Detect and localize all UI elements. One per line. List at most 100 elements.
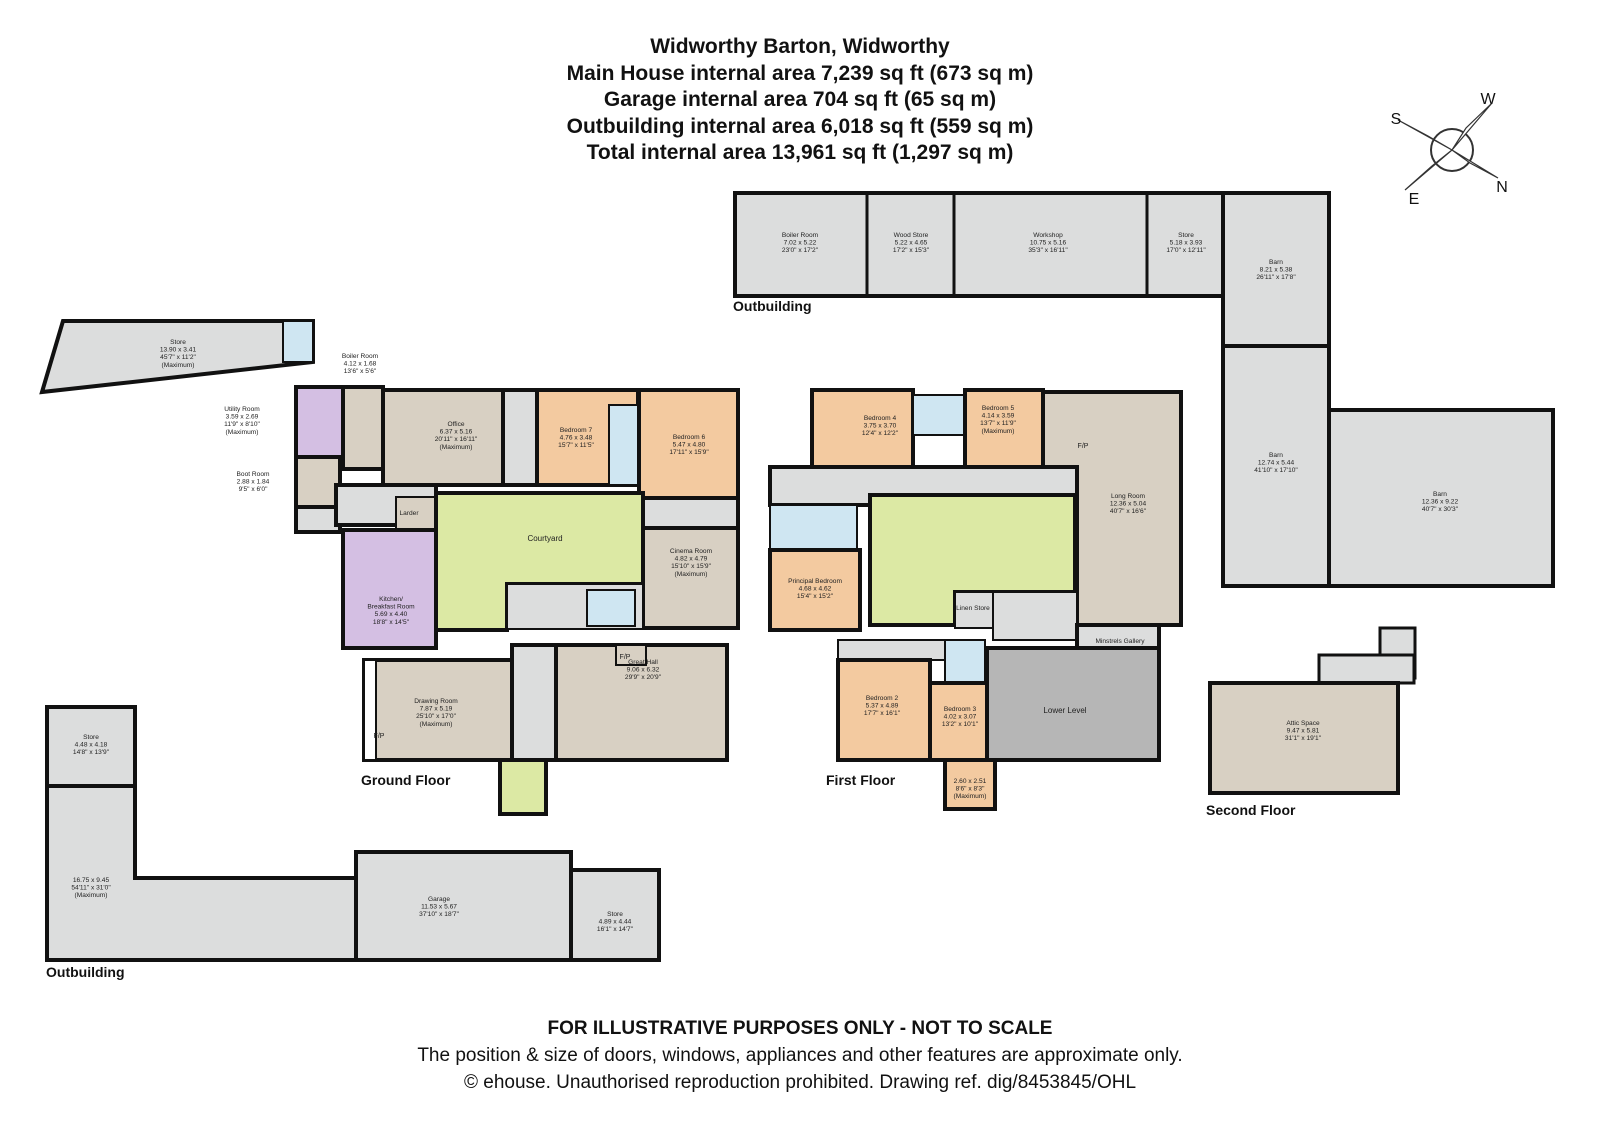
room-label-line: 6.37 x 5.16 [440, 429, 473, 436]
room-label-line: (Maximum) [420, 721, 453, 728]
room-label-line: 26'11" x 17'8" [1256, 274, 1296, 281]
room-label-line: Bedroom 4 [864, 415, 897, 422]
label-outbuilding-bottom: Outbuilding [46, 964, 125, 980]
room-label-line: Utility Room [224, 406, 260, 413]
room-label-line: 12.74 x 5.44 [1258, 460, 1295, 467]
room-label-line: 9.06 x 6.32 [627, 667, 660, 674]
room-label-line: 10.75 x 5.16 [1030, 240, 1067, 247]
room-label-line: (Maximum) [162, 362, 195, 369]
room-label-line: Breakfast Room [367, 604, 415, 611]
room-label-line: 11.53 x 5.67 [421, 904, 457, 911]
room-label-line: 11'9" x 8'10" [224, 421, 260, 428]
area-total: Total internal area 13,961 sq ft (1,297 … [586, 141, 1014, 164]
room-label-line: 37'10" x 18'7" [419, 911, 459, 918]
room-label-line: Principal Bedroom [788, 578, 842, 585]
disclaimer-text: FOR ILLUSTRATIVE PURPOSES ONLY - NOT TO … [547, 1018, 1053, 1039]
room-label-line: Boot Room [237, 471, 270, 478]
room-label-line: Drawing Room [414, 698, 458, 705]
room-label-line: Bedroom 3 [944, 706, 977, 713]
outbuilding-bottom [45, 705, 661, 962]
room-label-line: Bedroom 2 [866, 695, 899, 702]
room-label-line: 5.22 x 4.65 [895, 240, 928, 247]
room-label-line: 25'10" x 17'0" [416, 713, 456, 720]
second-floor-plan [1208, 626, 1417, 795]
room-label-line: Linen Store [956, 605, 990, 612]
room-label-line: Boiler Room [782, 232, 819, 239]
room-label-line: 13'6" x 5'6" [344, 368, 377, 375]
label-outbuilding-top: Outbuilding [733, 298, 812, 314]
header: Widworthy Barton, Widworthy Main House i… [0, 34, 1600, 167]
room-label-line: Store [1178, 232, 1194, 239]
room-label-line: Barn [1269, 259, 1283, 266]
room-label-line: Barn [1433, 491, 1447, 498]
room-label-line: 40'7" x 30'3" [1422, 506, 1459, 513]
compass-w: W [1480, 91, 1496, 108]
compass-n: N [1496, 179, 1508, 196]
room-label-line: 4.89 x 4.44 [599, 919, 632, 926]
room-label-line: 54'11" x 31'0" [71, 885, 111, 892]
room-label-line: Great Hall [628, 659, 658, 666]
room-label-line: 4.14 x 3.59 [982, 413, 1015, 420]
room-label-line: 12.36 x 5.04 [1110, 501, 1147, 508]
room-label-line: 18'8" x 14'5" [373, 619, 410, 626]
room-label-line: (Maximum) [75, 892, 108, 899]
room-label-line: (Maximum) [675, 571, 708, 578]
fireplace-label: F/P [620, 654, 631, 661]
room-label-line: Long Room [1111, 493, 1146, 500]
room-label-line: 14'8" x 13'9" [73, 749, 110, 756]
room-label-line: 4.12 x 1.68 [344, 361, 377, 368]
room-label-line: 15'4" x 15'2" [797, 593, 834, 600]
room-label-line: 17'0" x 12'11" [1166, 247, 1206, 254]
room-label-line: 41'10" x 17'10" [1254, 467, 1298, 474]
room-label-line: 12'4" x 12'2" [862, 430, 899, 437]
room-label-line: 2.88 x 1.84 [237, 479, 270, 486]
room-label-courtyard: Courtyard [527, 534, 562, 543]
room-label-line: Attic Space [1286, 720, 1320, 727]
room-label-line: (Maximum) [954, 793, 987, 800]
room-label-line: 29'9" x 20'9" [625, 674, 662, 681]
approximate-note: The position & size of doors, windows, a… [417, 1045, 1183, 1066]
room-label-line: Courtyard [527, 534, 562, 543]
room-label-line: 20'11" x 16'11" [435, 436, 478, 443]
room-label-line: Minstrels Gallery [1095, 638, 1145, 645]
area-garage: Garage internal area 704 sq ft (65 sq m) [603, 88, 997, 111]
room-label-line: 35'3" x 16'11" [1028, 247, 1068, 254]
room-label-line: 15'10" x 15'9" [671, 563, 711, 570]
room-label-line: 8'6" x 8'3" [956, 786, 985, 793]
room-label-line: Cinema Room [670, 548, 713, 555]
room-label-line: 4.82 x 4.79 [675, 556, 708, 563]
area-main-house: Main House internal area 7,239 sq ft (67… [566, 61, 1034, 85]
room-label-line: 15'7" x 11'5" [558, 442, 594, 449]
room-label-line: 7.87 x 5.19 [420, 706, 453, 713]
room-label-line: (Maximum) [440, 444, 473, 451]
room-label-line: 40'7" x 16'6" [1110, 508, 1147, 515]
copyright-text: © ehouse. Unauthorised reproduction proh… [463, 1072, 1137, 1093]
outbuilding-top [733, 191, 1555, 588]
room-label-line: (Maximum) [226, 429, 259, 436]
room-label-line: 13'2" x 10'1" [942, 721, 979, 728]
plan-title: Widworthy Barton, Widworthy [650, 35, 950, 58]
ground-floor-plan [39, 319, 740, 816]
room-label-line: Lower Level [1043, 706, 1086, 715]
room-label-line: 23'0" x 17'2" [782, 247, 819, 254]
room-label-line: Kitchen/ [379, 596, 403, 603]
room-label-line: Barn [1269, 452, 1283, 459]
room-label-line: Store [607, 911, 623, 918]
room-label-line: 4.48 x 4.18 [75, 742, 108, 749]
fireplace-label: F/P [374, 733, 385, 740]
room-label-line: Workshop [1033, 232, 1063, 239]
